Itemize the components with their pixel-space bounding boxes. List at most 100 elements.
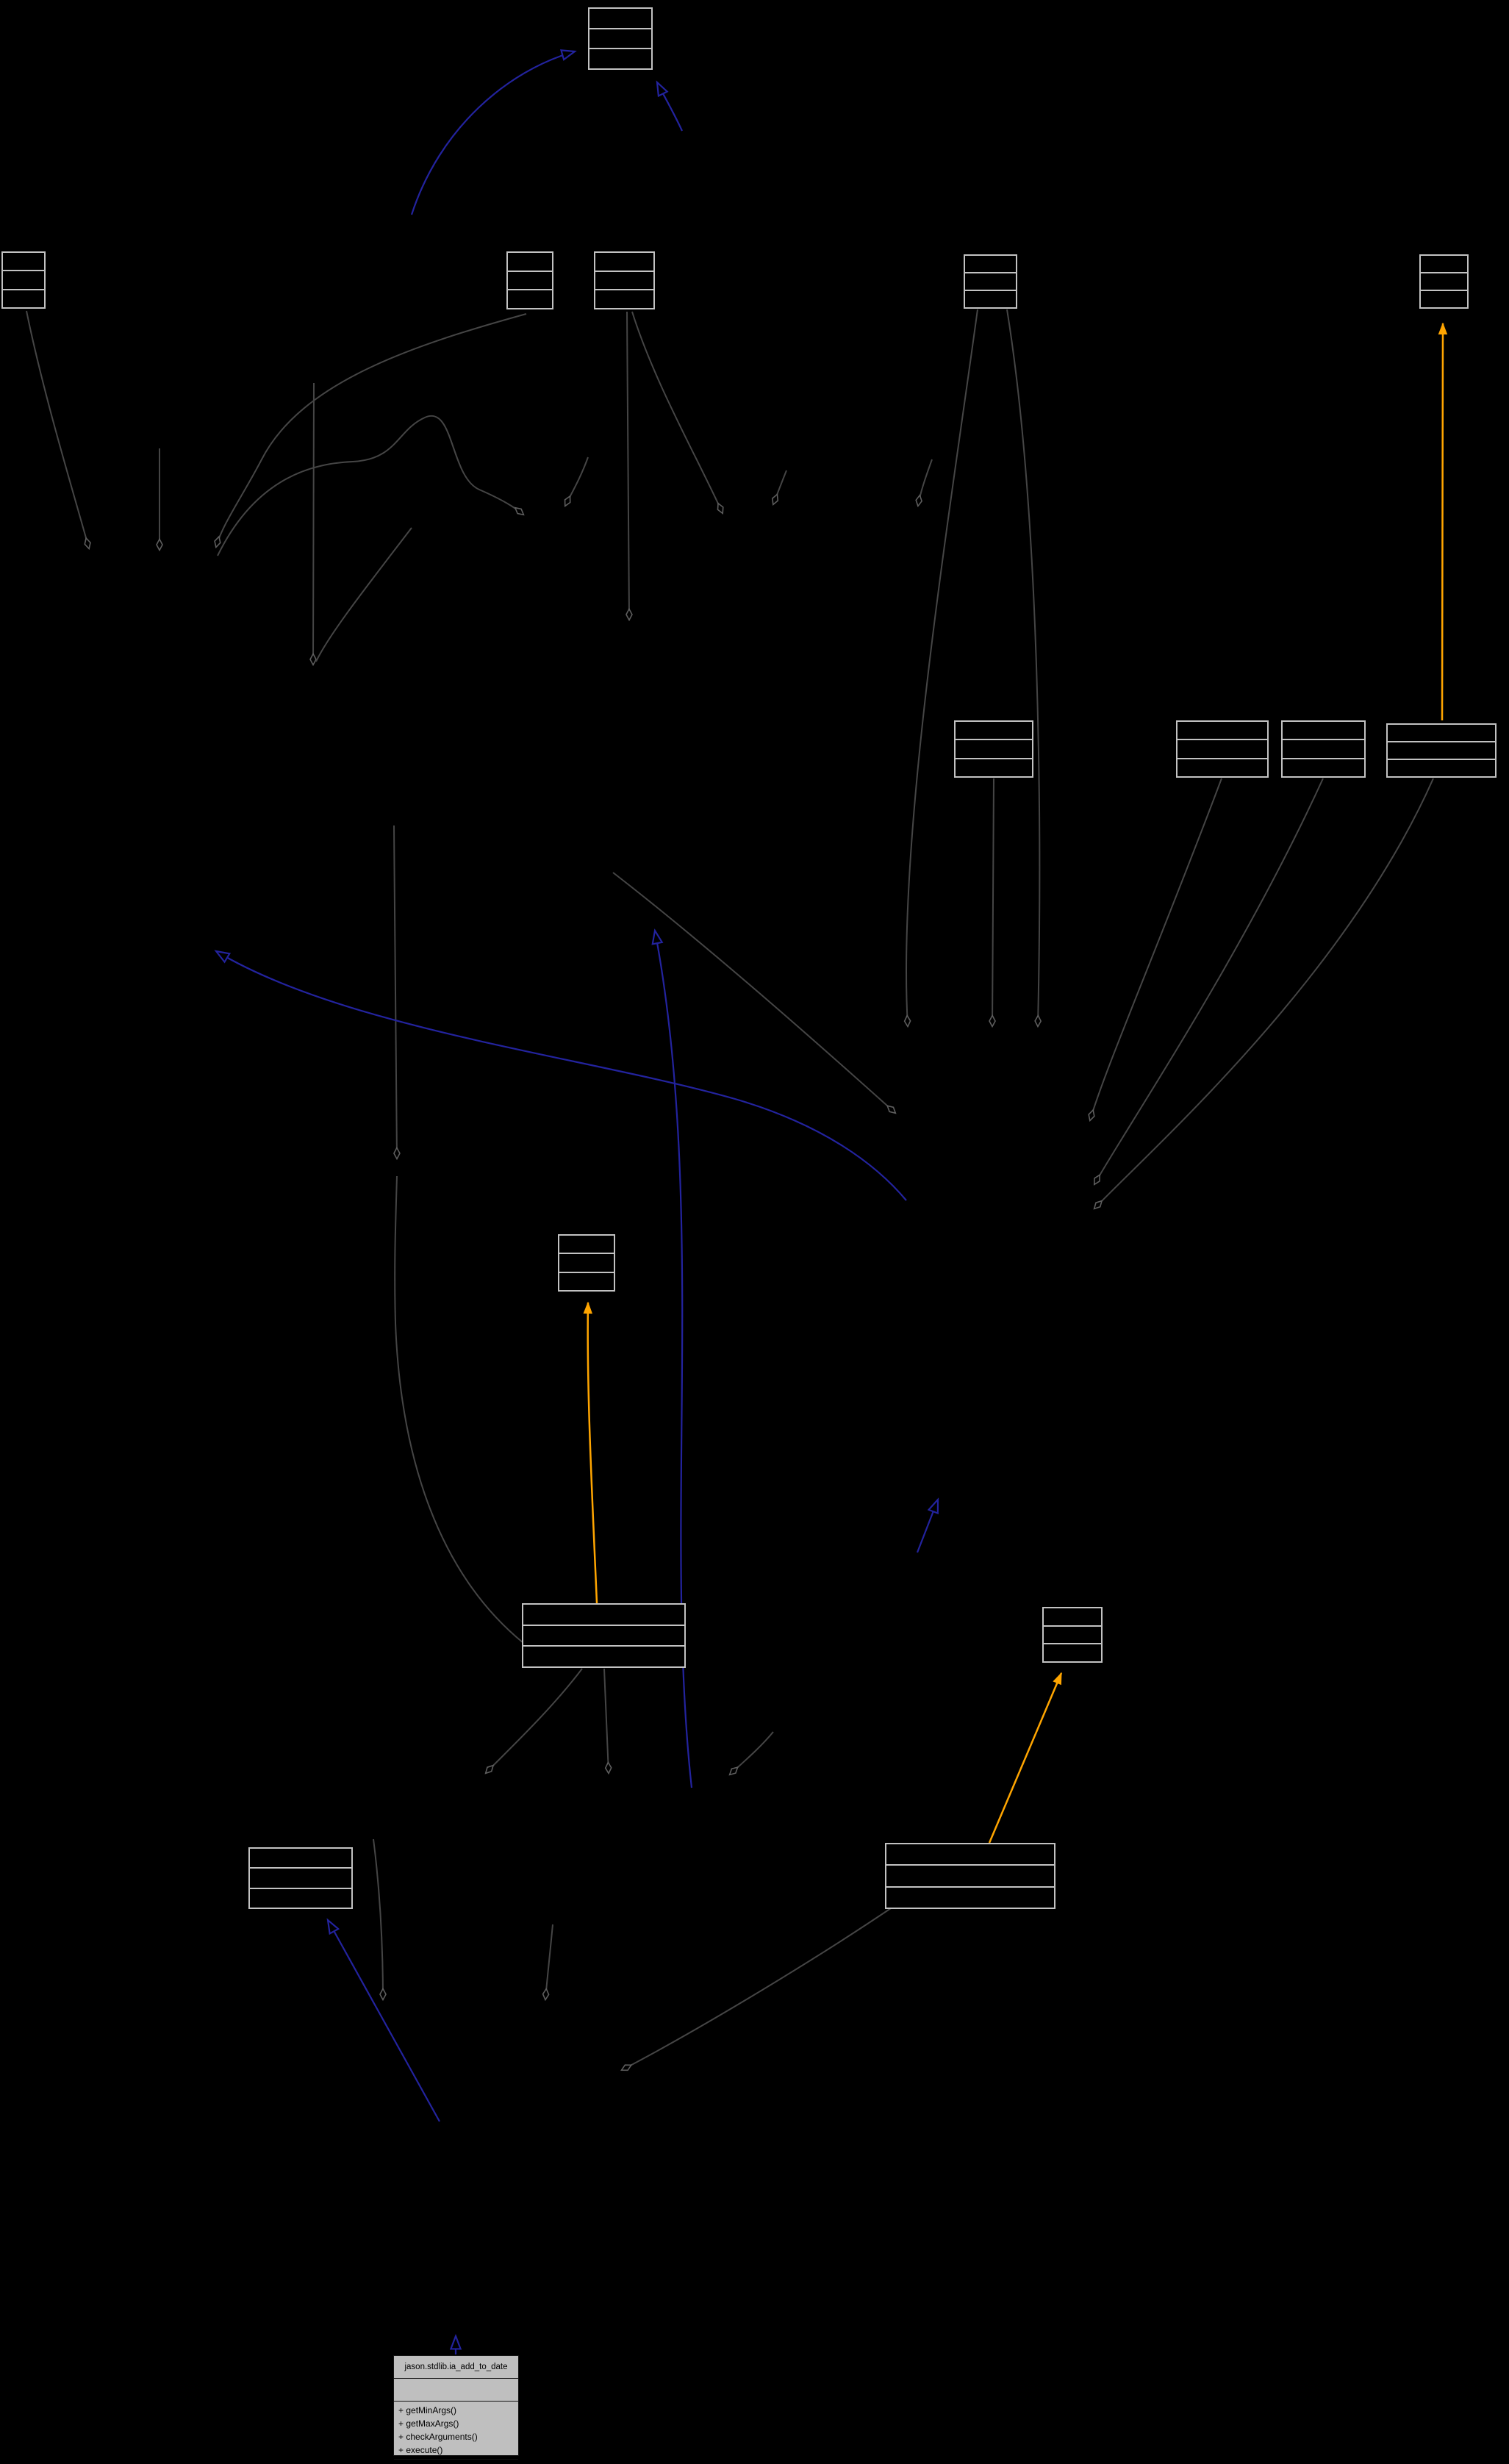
node-name-compartment xyxy=(250,1849,351,1869)
node-name-compartment xyxy=(595,253,653,272)
class-node-row1-c[interactable] xyxy=(964,254,1017,309)
inheritance-edges xyxy=(216,51,938,2354)
collaboration-edge xyxy=(315,527,412,662)
method-label: + getMaxArgs() xyxy=(398,2418,459,2429)
collaboration-edge xyxy=(26,310,89,548)
node-methods-compartment xyxy=(589,49,651,68)
node-name-compartment xyxy=(508,253,552,272)
node-methods-compartment xyxy=(1388,760,1495,776)
collaboration-edge xyxy=(1094,778,1434,1208)
collaboration-edge xyxy=(216,313,527,547)
node-methods-compartment xyxy=(559,1273,614,1290)
class-node-mid-r2[interactable] xyxy=(1281,720,1366,778)
node-attributes-compartment xyxy=(1388,742,1495,760)
node-methods-compartment xyxy=(1421,291,1467,307)
collaboration-edge xyxy=(906,309,978,1026)
class-title: jason.stdlib.ia_add_to_date xyxy=(394,2356,518,2379)
collaboration-edge xyxy=(622,1908,892,2070)
collaboration-edge xyxy=(918,459,933,506)
node-methods-compartment: + getMinArgs() + getMaxArgs() + checkArg… xyxy=(394,2402,518,2460)
collaboration-edge xyxy=(603,1668,609,1773)
node-attributes-compartment xyxy=(508,272,552,291)
node-methods-compartment xyxy=(250,1889,351,1908)
node-attributes-compartment xyxy=(523,1626,684,1647)
class-node-bottom-left[interactable] xyxy=(248,1847,353,1909)
collaboration-edge xyxy=(1090,778,1222,1120)
node-methods-compartment xyxy=(886,1888,1054,1908)
node-attributes-compartment xyxy=(589,29,651,50)
class-node-center-wide[interactable] xyxy=(522,1603,686,1668)
inheritance-edge xyxy=(328,1920,440,2122)
node-methods-compartment xyxy=(1044,1644,1101,1661)
class-node-row1-b[interactable] xyxy=(594,251,655,309)
node-attributes-compartment xyxy=(1421,273,1467,291)
collaboration-edge xyxy=(627,311,629,620)
node-attributes-compartment xyxy=(595,272,653,291)
node-name-compartment xyxy=(589,9,651,29)
collaboration-edge xyxy=(393,825,397,1158)
node-name-compartment xyxy=(1421,256,1467,273)
inheritance-edge xyxy=(916,1500,938,1553)
node-name-compartment xyxy=(3,253,44,272)
class-node-bottom-right[interactable] xyxy=(885,1843,1055,1909)
node-name-compartment xyxy=(1283,722,1364,741)
node-attributes-compartment xyxy=(1044,1627,1101,1645)
class-node-mid-r3[interactable] xyxy=(1386,723,1497,778)
method-label: + checkArguments() xyxy=(398,2432,478,2442)
collaboration-edge xyxy=(1094,778,1324,1184)
node-methods-compartment xyxy=(508,290,552,308)
template-edge xyxy=(583,1301,598,1604)
collaboration-edge xyxy=(992,778,994,1026)
node-methods-compartment xyxy=(523,1647,684,1666)
node-attributes-compartment xyxy=(886,1866,1054,1888)
node-attributes-compartment xyxy=(965,273,1016,291)
class-node-mid-r1[interactable] xyxy=(1176,720,1269,778)
node-methods-compartment xyxy=(1178,759,1267,776)
inheritance-edge xyxy=(410,51,575,215)
node-methods-compartment xyxy=(3,290,44,307)
collaboration-edge xyxy=(773,470,787,504)
template-edge xyxy=(988,1672,1063,1844)
template-edge xyxy=(1438,322,1448,721)
node-attributes-compartment xyxy=(559,1254,614,1273)
method-label: + execute() xyxy=(398,2445,443,2455)
class-node-left-edge[interactable] xyxy=(1,251,46,309)
collaboration-edges xyxy=(26,309,1434,2070)
node-attributes-compartment xyxy=(394,2379,518,2402)
collaboration-edge xyxy=(394,1175,524,1644)
inheritance-edge xyxy=(216,951,907,1201)
collaboration-edge xyxy=(545,1924,553,1999)
node-name-compartment xyxy=(1178,722,1267,741)
inheritance-edge xyxy=(655,931,693,1788)
node-name-compartment xyxy=(559,1236,614,1255)
collaboration-edge xyxy=(612,872,895,1113)
class-node-mid-left[interactable] xyxy=(954,720,1033,778)
collaboration-edge xyxy=(217,415,523,556)
collaboration-edge xyxy=(1006,309,1039,1026)
collaboration-edge xyxy=(313,382,314,665)
node-methods-compartment xyxy=(965,291,1016,307)
node-name-compartment xyxy=(956,722,1032,741)
collaboration-edge xyxy=(631,311,723,513)
collaboration-edge xyxy=(486,1668,583,1773)
class-node-ia-add-to-date[interactable]: jason.stdlib.ia_add_to_date + getMinArgs… xyxy=(393,2355,519,2460)
class-node-top[interactable] xyxy=(588,7,653,70)
method-label: + getMinArgs() xyxy=(398,2405,457,2415)
node-attributes-compartment xyxy=(956,740,1032,759)
inheritance-edge xyxy=(657,82,683,132)
node-methods-compartment xyxy=(956,759,1032,776)
node-name-compartment xyxy=(965,256,1016,273)
class-node-row1-a[interactable] xyxy=(506,251,553,309)
collaboration-edge xyxy=(373,1838,383,1999)
node-name-compartment xyxy=(1388,725,1495,742)
node-attributes-compartment xyxy=(1283,740,1364,759)
collaboration-edge xyxy=(730,1731,774,1774)
node-methods-compartment xyxy=(595,290,653,308)
class-node-center-small[interactable] xyxy=(558,1234,615,1292)
class-node-row1-d[interactable] xyxy=(1419,254,1469,309)
class-node-right-small[interactable] xyxy=(1042,1607,1103,1663)
node-name-compartment xyxy=(523,1605,684,1626)
node-attributes-compartment xyxy=(3,271,44,290)
